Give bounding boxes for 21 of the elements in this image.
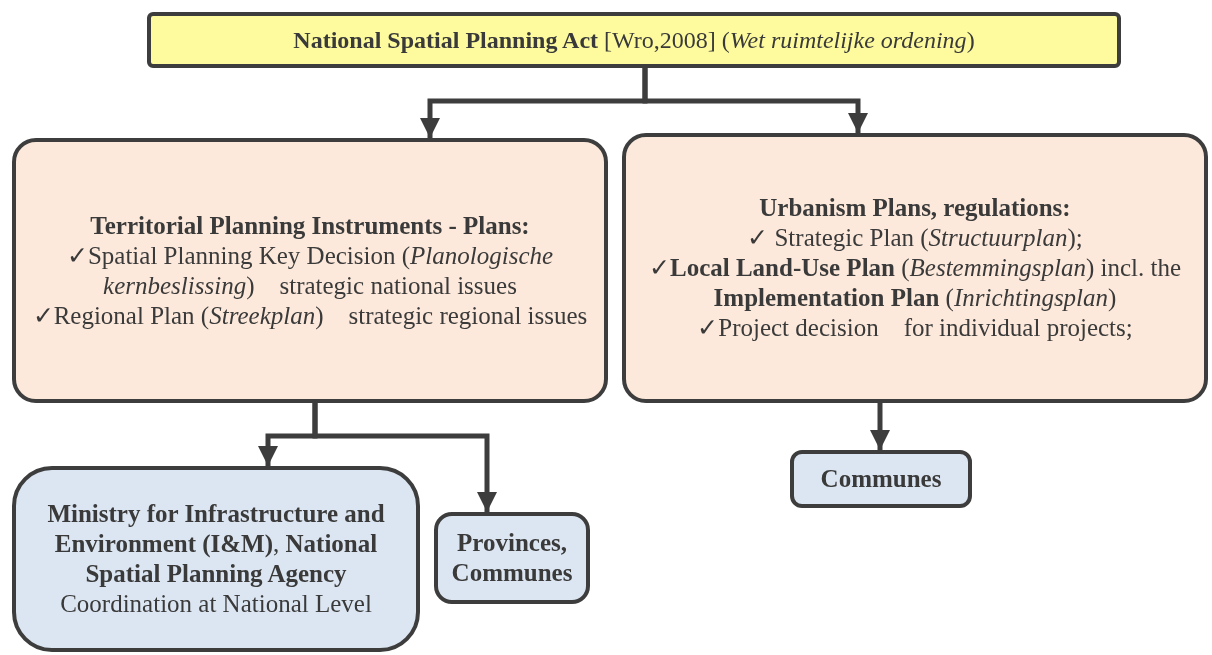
body-text: Ministry for Infrastructure and Environment (I&M), National Spatial Planning Agency bbox=[46, 499, 386, 589]
arrow bbox=[642, 68, 868, 133]
body-text: ✓Local Land-Use Plan (Bestemmingsplan) incl. the Implementation Plan (Inrichtingsplan) bbox=[647, 253, 1183, 313]
body-text: ✓Regional Plan (Streekplan) strategic regional issues bbox=[32, 300, 588, 331]
authority-box bbox=[12, 466, 420, 652]
heading-text: Urbanism Plans, regulations: bbox=[759, 193, 1071, 223]
authority-box bbox=[790, 450, 972, 508]
heading-text: Territorial Planning Instruments - Plans: bbox=[90, 210, 530, 241]
body-text: National Spatial Planning Act [Wro,2008] (Wet ruimtelijke ordening) bbox=[293, 25, 975, 55]
body-text: ✓ Strategic Plan (Structuurplan); bbox=[747, 223, 1083, 253]
body-text: Coordination at National Level bbox=[60, 589, 372, 619]
plans-box bbox=[622, 133, 1208, 403]
body-text: Provinces, Communes bbox=[450, 528, 574, 588]
body-text: ✓Project decision for individual projects; bbox=[697, 313, 1133, 343]
body-text: Communes bbox=[820, 464, 942, 494]
title-box bbox=[147, 12, 1121, 68]
arrow bbox=[870, 403, 890, 450]
plans-box bbox=[12, 138, 608, 403]
authority-box bbox=[434, 512, 590, 604]
arrow bbox=[312, 403, 497, 512]
body-text: ✓Spatial Planning Key Decision (Planologische kernbeslissing) strategic national issues bbox=[65, 240, 555, 301]
